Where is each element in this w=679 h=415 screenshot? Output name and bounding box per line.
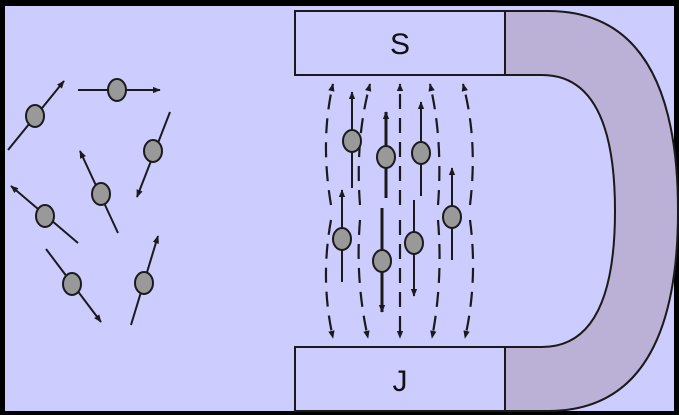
random-dipole-6 — [45, 248, 102, 323]
random-dipole-5 — [10, 185, 79, 244]
random-dipole-4 — [79, 150, 119, 234]
random-dipole-1 — [7, 80, 65, 151]
field-line-right-up — [428, 83, 441, 206]
horseshoe-magnet: S J — [294, 10, 679, 412]
random-dipole-2 — [78, 78, 161, 102]
aligned-dipole-7 — [404, 200, 424, 297]
field-line-right-outer-down — [463, 219, 475, 339]
field-line-left-outer-up — [324, 83, 335, 206]
aligned-dipole-5 — [332, 189, 352, 282]
aligned-dipole-4 — [442, 167, 462, 260]
aligned-dipole-2 — [376, 111, 396, 198]
magnetic-field-lines — [324, 83, 475, 339]
field-line-right-outer-up — [461, 83, 474, 206]
aligned-dipoles — [332, 91, 462, 313]
field-line-left-outer-down — [324, 219, 335, 339]
magnet-pole-top — [294, 10, 506, 76]
field-line-left-down — [357, 219, 370, 339]
pole-label-j: J — [393, 365, 408, 398]
pole-label-south: S — [390, 28, 410, 61]
magnet-body — [504, 10, 679, 412]
aligned-dipole-3 — [411, 101, 431, 196]
field-line-right-down — [430, 219, 441, 339]
magnet-pole-bottom — [294, 346, 506, 412]
aligned-dipole-6 — [372, 208, 392, 313]
aligned-dipole-1 — [342, 91, 362, 188]
random-dipole-7 — [130, 235, 159, 326]
random-dipoles — [7, 78, 171, 326]
random-dipole-3 — [136, 111, 171, 198]
